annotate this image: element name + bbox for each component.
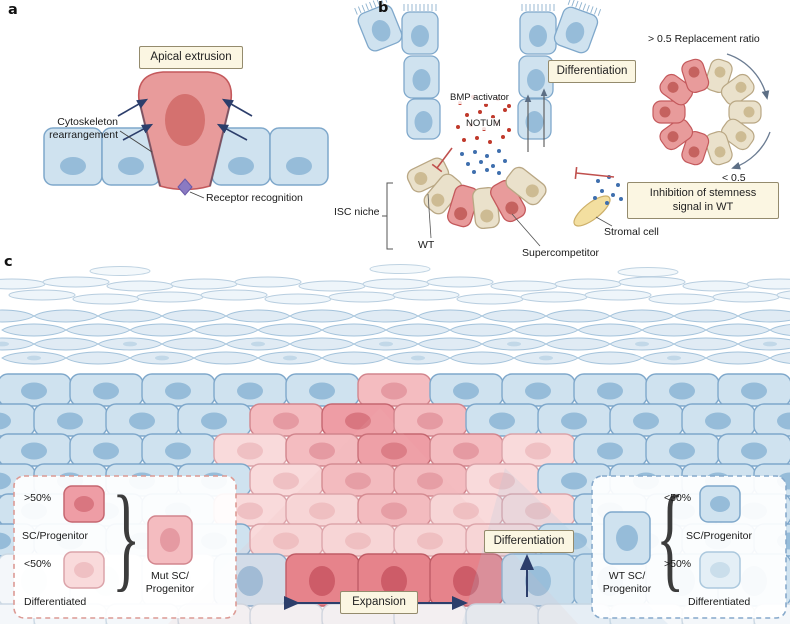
inhibition-box: Inhibition of stemness signal in WT — [627, 182, 779, 219]
wt-gt50-label: >50% — [664, 558, 692, 570]
mut-differentiated-label: Differentiated — [24, 596, 87, 608]
expansion-wedge — [168, 408, 578, 624]
apical-extrusion-box: Apical extrusion — [139, 46, 243, 69]
replacement-ratio-high-label: > 0.5 Replacement ratio — [648, 33, 760, 45]
differentiation-box-c: Differentiation — [484, 530, 574, 553]
replacement-arrow-top — [726, 53, 770, 100]
panel-a-label: a — [8, 2, 18, 18]
differentiation-box-b: Differentiation — [548, 60, 636, 83]
mut-sc-progenitor-label: SC/Progenitor — [22, 530, 88, 542]
stromal-cell-icon — [573, 195, 611, 227]
mut-group-brace: } — [112, 471, 141, 602]
wt-differentiated-label: Differentiated — [688, 596, 751, 608]
wt-label: WT — [418, 239, 435, 251]
isc-niche-label: ISC niche — [334, 206, 380, 218]
mut-cell-label: Mut SC/ Progenitor — [145, 570, 195, 596]
replacement-ratio-low-label: < 0.5 — [722, 172, 746, 184]
expansion-box: Expansion — [340, 591, 418, 614]
cytoskeleton-label: Cytoskeleton rearrangement — [49, 116, 118, 142]
wt-sc-progenitor-label: SC/Progenitor — [686, 530, 752, 542]
notum-label: NOTUM — [464, 118, 503, 130]
bmp-activator-label: BMP activator — [448, 92, 511, 104]
panel-c-label: c — [4, 254, 13, 270]
wt-lt50-label: <50% — [664, 492, 692, 504]
supercompetitor-label: Supercompetitor — [522, 247, 600, 259]
mut-lt50-label: <50% — [24, 558, 52, 570]
wt-cell-label: WT SC/ Progenitor — [602, 570, 652, 596]
crypt-graphic — [354, 0, 771, 250]
legend-graphic — [13, 475, 787, 619]
replacement-arrow-bottom — [731, 131, 771, 170]
wt-group-brace: { — [656, 471, 685, 602]
mut-gt50-label: >50% — [24, 492, 52, 504]
apical-extrusion-graphic — [43, 71, 329, 199]
receptor-icon — [177, 178, 193, 196]
stromal-cell-label: Stromal cell — [604, 226, 659, 238]
receptor-label: Receptor recognition — [206, 192, 303, 204]
panel-b-label: b — [378, 0, 389, 16]
